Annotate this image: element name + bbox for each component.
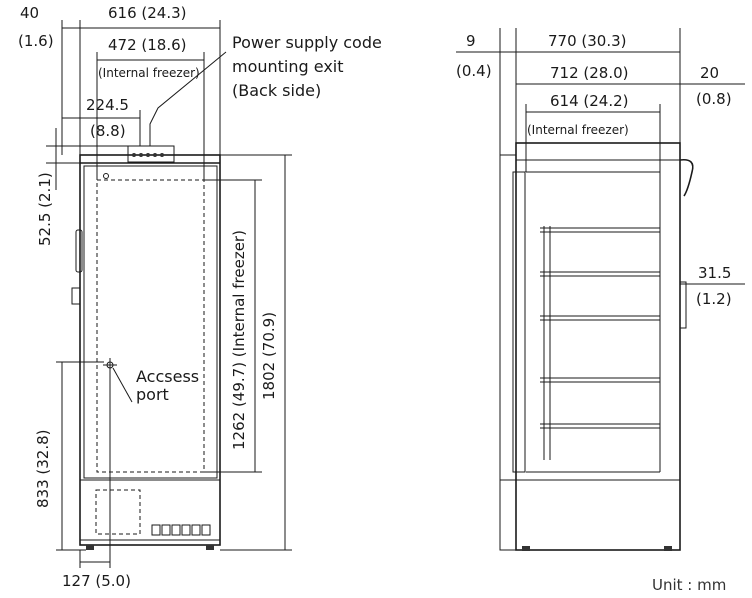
dim-20-in: (0.8) [696,90,732,108]
side-door-panel [499,154,517,551]
side-foot-right [664,546,672,551]
dim-472: 472 (18.6) [108,36,187,54]
unit-label: Unit : mm [652,576,726,594]
dim-472-note: (Internal freezer) [98,66,200,80]
access-port-mark [106,361,114,369]
front-view [46,20,292,568]
rear-spacer [679,281,687,329]
power-cord [679,158,694,197]
dim-52: 52.5 (2.1) [36,172,54,246]
door-handle [75,229,83,273]
side-view [456,28,745,551]
dim-224-in: (8.8) [90,122,126,140]
dim-127: 127 (5.0) [62,572,131,590]
dim-833: 833 (32.8) [34,429,52,508]
dim-712: 712 (28.0) [550,64,629,82]
front-cabinet-outline [79,154,221,546]
dim-9: 9 [466,32,476,50]
callout-power-2: mounting exit [232,57,344,76]
callout-power-1: Power supply code [232,33,382,52]
dim-1802: 1802 (70.9) [260,312,278,400]
callout-access-1: Accsess [136,367,199,386]
vent-grille [151,524,211,536]
dim-9-in: (0.4) [456,62,492,80]
compressor-outline [95,489,141,535]
internal-freezer-outline [96,179,205,473]
machine-compartment [79,479,221,541]
dim-224: 224.5 [86,96,129,114]
dim-1262: 1262 (49.7) (Internal freezer) [230,230,248,450]
dim-40-in: (1.6) [18,32,54,50]
callout-access-2: port [136,385,169,404]
dim-40: 40 [20,4,39,22]
dim-31: 31.5 [698,264,731,282]
dim-614-note: (Internal freezer) [527,123,629,137]
side-cabinet-outline [515,142,681,551]
side-foot-left [522,546,530,551]
door-latch [71,287,81,305]
foot-right [206,545,214,550]
dim-616: 616 (24.3) [108,4,187,22]
dim-770: 770 (30.3) [548,32,627,50]
dim-20: 20 [700,64,719,82]
front-door [83,165,218,479]
dim-614: 614 (24.2) [550,92,629,110]
shelves [540,226,660,460]
side-door-gasket [512,171,526,473]
callout-power-3: (Back side) [232,81,321,100]
door-lock [103,173,109,179]
foot-left [86,545,94,550]
control-panel [127,145,175,163]
dim-31-in: (1.2) [696,290,732,308]
